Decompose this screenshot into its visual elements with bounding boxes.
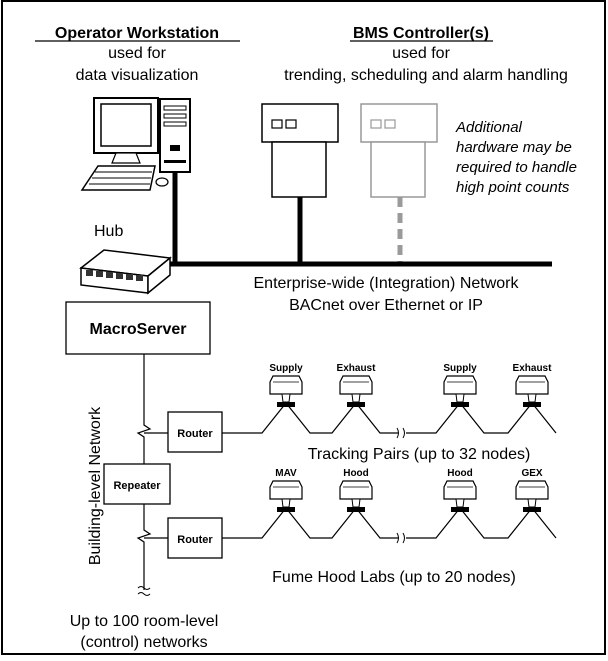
fume-node-1: MAV — [275, 468, 297, 479]
operator-title: Operator Workstation — [55, 25, 219, 42]
operator-line1: used for — [108, 45, 166, 62]
bms-line1: used for — [392, 45, 450, 62]
valve-icon — [443, 375, 477, 408]
valve-icon — [443, 480, 477, 513]
router-label-2: Router — [177, 534, 213, 546]
note-line2: hardware may be — [456, 139, 572, 156]
tracking-caption: Tracking Pairs (up to 32 nodes) — [308, 446, 531, 463]
valve-icon — [339, 375, 373, 408]
valve-icon — [269, 375, 303, 408]
router-label-1: Router — [177, 428, 213, 440]
hub-label: Hub — [94, 223, 123, 240]
router-box-1 — [167, 411, 223, 453]
repeater-box — [103, 463, 171, 505]
tracking-node-3: Supply — [443, 363, 477, 374]
operator-line2: data visualization — [76, 67, 199, 84]
fume-caption: Fume Hood Labs (up to 20 nodes) — [272, 569, 516, 586]
footer-line2: (control) networks — [80, 634, 207, 651]
computer-icon — [80, 97, 191, 191]
bms-controller-icon — [261, 103, 339, 198]
macroserver-box — [65, 301, 211, 355]
tracking-node-1: Supply — [269, 363, 303, 374]
enterprise-line2: BACnet over Ethernet or IP — [289, 297, 483, 314]
additional-controller-icon — [360, 103, 438, 198]
bms-title: BMS Controller(s) — [353, 25, 489, 42]
enterprise-line1: Enterprise-wide (Integration) Network — [254, 275, 520, 292]
macroserver-label: MacroServer — [90, 321, 187, 338]
note-line1: Additional — [455, 119, 523, 136]
building-network-label: Building-level Network — [87, 406, 104, 565]
fume-node-3: Hood — [447, 468, 473, 479]
valve-icon — [269, 480, 303, 513]
footer-line1: Up to 100 room-level — [70, 613, 219, 630]
repeater-label: Repeater — [113, 480, 161, 492]
bms-line2: trending, scheduling and alarm handling — [284, 67, 568, 84]
note-line3: required to handle — [456, 159, 577, 176]
valve-icon — [515, 480, 549, 513]
valve-icon — [515, 375, 549, 408]
router-box-2 — [167, 517, 223, 559]
tracking-node-2: Exhaust — [337, 363, 377, 374]
fume-node-4: GEX — [521, 468, 542, 479]
fume-node-2: Hood — [343, 468, 369, 479]
tracking-node-4: Exhaust — [513, 363, 553, 374]
note-line4: high point counts — [456, 179, 570, 196]
valve-icon — [339, 480, 373, 513]
hub-icon — [79, 249, 172, 295]
